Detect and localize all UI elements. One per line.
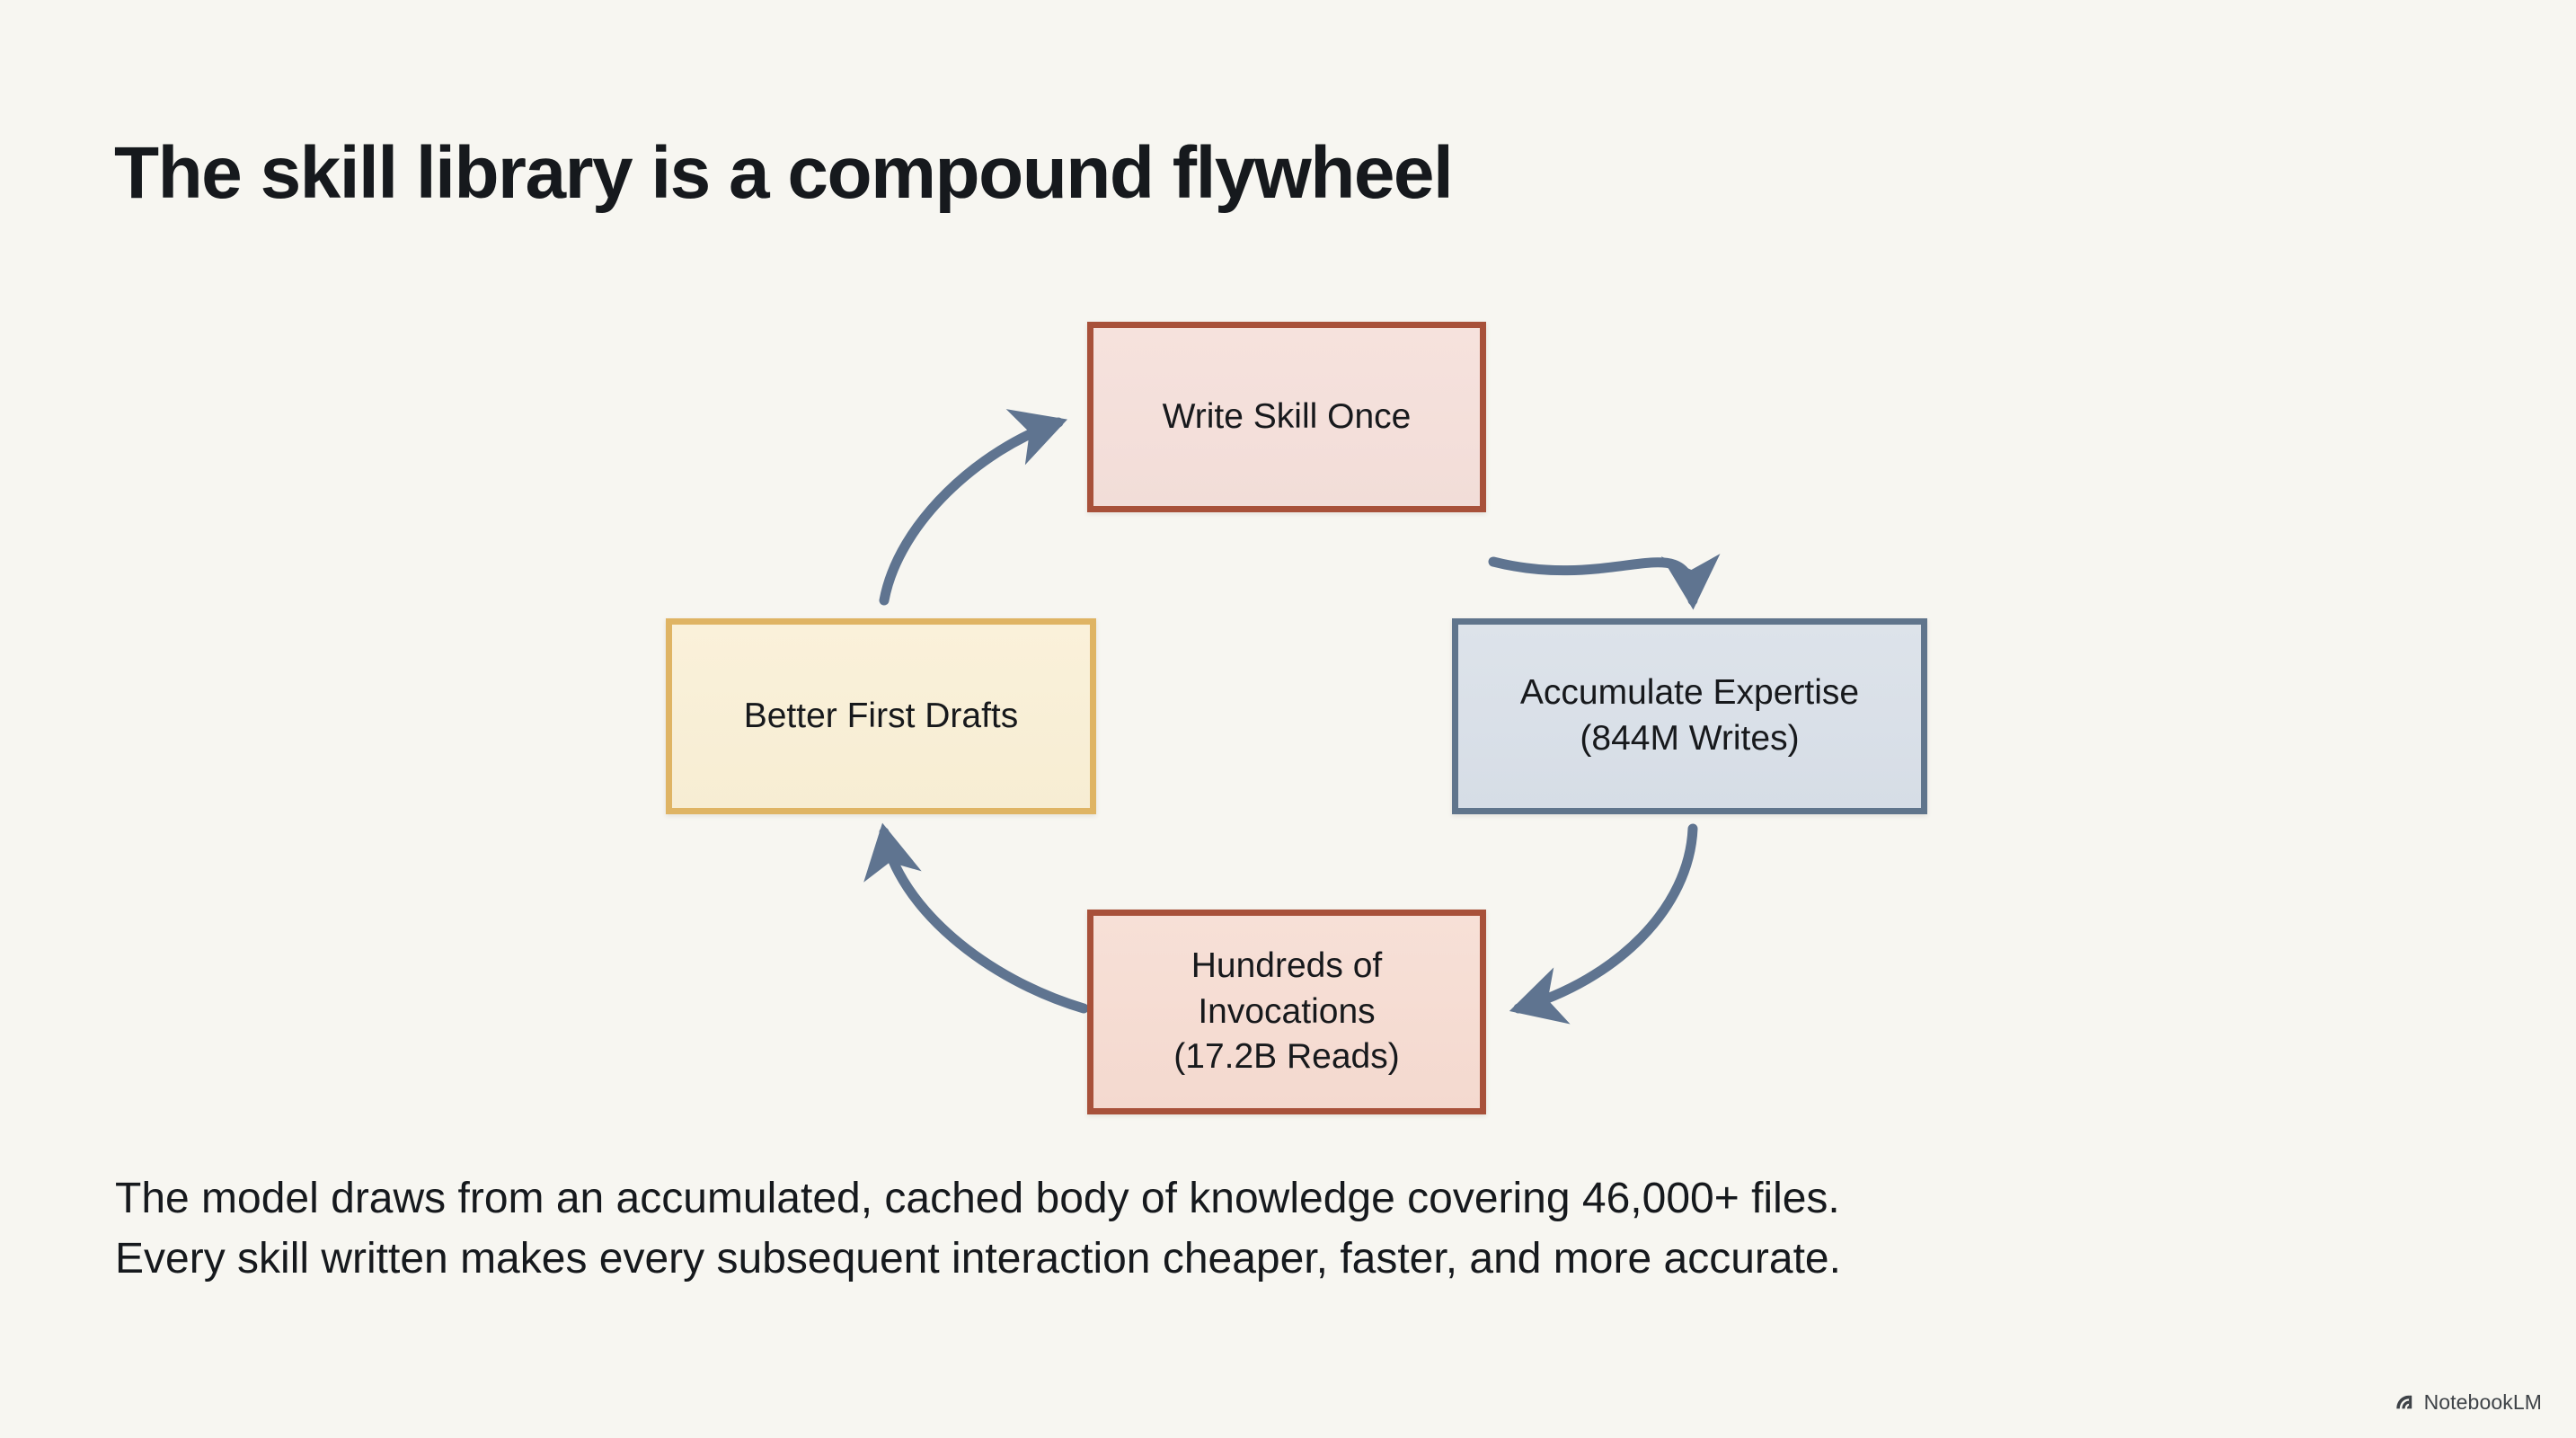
node-label: Better First Drafts [731, 694, 1031, 740]
node-label-line: Write Skill Once [1162, 396, 1412, 436]
node-label-line: Invocations [1198, 991, 1376, 1031]
flywheel-node-better-first-drafts[interactable]: Better First Drafts [666, 618, 1096, 814]
node-label: Hundreds of Invocations (17.2B Reads) [1161, 944, 1412, 1080]
notebooklm-watermark-label: NotebookLM [2423, 1390, 2542, 1414]
notebooklm-watermark: NotebookLM [2394, 1390, 2542, 1415]
flywheel-node-accumulate-expertise[interactable]: Accumulate Expertise (844M Writes) [1452, 618, 1927, 814]
flywheel-node-hundreds-of-invocations[interactable]: Hundreds of Invocations (17.2B Reads) [1087, 910, 1486, 1114]
flywheel-node-write-skill-once[interactable]: Write Skill Once [1087, 322, 1486, 512]
node-label-line: Accumulate Expertise [1519, 673, 1860, 713]
node-label-line: Hundreds of [1191, 945, 1383, 985]
node-label: Write Skill Once [1150, 395, 1424, 440]
node-label-line: (17.2B Reads) [1173, 1037, 1400, 1077]
page-title: The skill library is a compound flywheel [114, 132, 1454, 214]
caption-block: The model draws from an accumulated, cac… [115, 1168, 2469, 1289]
node-label-line: Better First Drafts [743, 696, 1019, 735]
arrow-write-to-accumulate [1488, 554, 1721, 610]
caption-line-2: Every skill written makes every subseque… [115, 1235, 1841, 1283]
arrow-accumulate-to-invocations [1509, 823, 1698, 1025]
arrow-drafts-to-write [879, 409, 1067, 606]
notebooklm-spiral-icon [2394, 1391, 2416, 1414]
arrow-invocations-to-drafts [863, 822, 1089, 1014]
node-label: Accumulate Expertise (844M Writes) [1508, 670, 1872, 761]
node-label-line: (844M Writes) [1580, 719, 1800, 758]
caption-line-1: The model draws from an accumulated, cac… [115, 1175, 1840, 1222]
